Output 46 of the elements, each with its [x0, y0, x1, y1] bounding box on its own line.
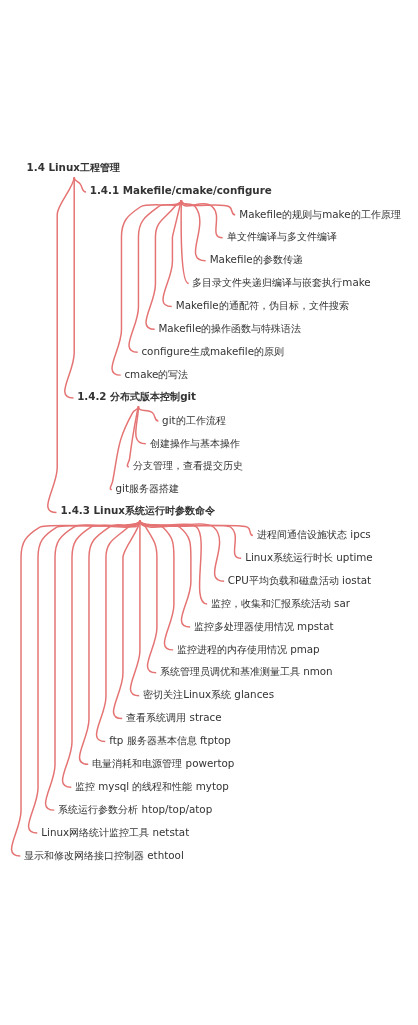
node-text: 1.4.2 分布式版本控制git [77, 390, 197, 403]
node-text: 监控多处理器使用情况 mpstat [193, 619, 334, 632]
node-text: 创建操作与基本操作 [149, 436, 240, 449]
connector [10, 519, 141, 857]
connector [78, 519, 141, 766]
node-text: 分支管理，查看提交历史 [132, 459, 243, 472]
node-text: Makefile的参数传递 [209, 253, 303, 266]
node-text: 监控，收集和汇报系统活动 sar [210, 596, 351, 609]
node-text: configure生成makefile的原则 [141, 344, 285, 357]
node-text: ftp 服务器基本信息 ftptop [109, 734, 231, 747]
connector [128, 199, 183, 353]
connector [139, 519, 242, 560]
node-text: 多目录文件夹递归编译与嵌套执行make [192, 276, 371, 289]
node-text: 系统运行参数分析 htop/top/atop [58, 802, 213, 815]
node-text: 密切关注Linux系统 glances [143, 688, 275, 701]
connector [73, 176, 87, 193]
connector [111, 199, 183, 376]
connector [95, 519, 141, 743]
node-text: git的工作流程 [162, 413, 226, 426]
node-text: Makefile的操作函数与特殊语法 [158, 322, 302, 335]
node-text: 1.4.3 Linux系统运行时参数命令 [60, 504, 216, 517]
connector [126, 405, 140, 468]
node-text: CPU平均负载和磁盘活动 iostat [227, 573, 372, 586]
node-text: 监控 mysql 的线程和性能 mytop [74, 779, 229, 792]
connector [61, 519, 141, 788]
connector [139, 519, 192, 628]
node-text: cmake的写法 [124, 367, 189, 380]
node-text: 进程间通信设施状态 ipcs [256, 528, 371, 541]
node-text: Makefile的规则与make的工作原理 [239, 207, 401, 220]
node-text: 监控进程的内存使用情况 pmap [176, 642, 320, 655]
connector [44, 519, 141, 811]
connector [137, 405, 160, 422]
node-text: 电量消耗和电源管理 powertop [92, 757, 235, 770]
connector [109, 405, 140, 491]
connector [47, 176, 75, 514]
node-text: Linux系统运行时长 uptime [245, 551, 373, 564]
node-text: git服务器搭建 [115, 482, 180, 495]
node-text: 显示和修改网络接口控制器 ethtool [23, 848, 184, 861]
node-text: Makefile的通配符，伪目标，文件搜索 [175, 299, 349, 312]
node-text: 查看系统调用 strace [126, 711, 222, 724]
node-text: 1.4.1 Makefile/cmake/configure [89, 183, 272, 196]
node-text: Linux网络统计监控工具 netstat [41, 825, 190, 838]
node-text: 1.4 Linux工程管理 [26, 161, 120, 174]
node-text: 单文件编译与多文件编译 [226, 230, 337, 243]
node-text: 系统管理员调优和基准测量工具 nmon [159, 665, 333, 678]
connector [27, 519, 141, 834]
